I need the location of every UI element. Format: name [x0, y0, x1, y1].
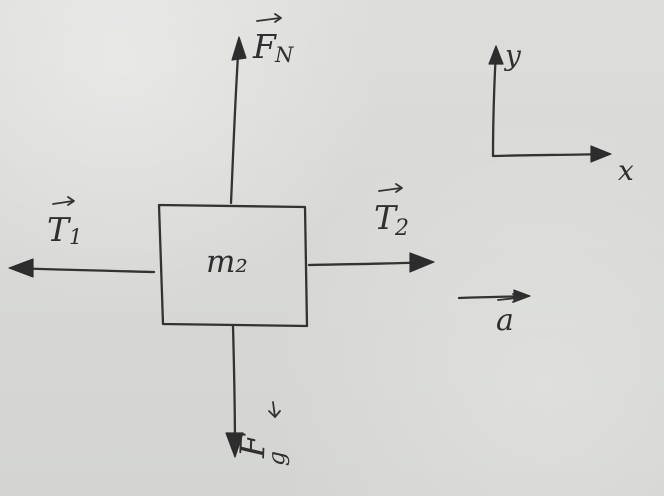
- right-tension-vector-mark: [378, 183, 403, 193]
- acceleration-label: a: [496, 303, 514, 338]
- normal-force-arrowhead: [231, 36, 247, 61]
- y-axis-label: y: [503, 39, 522, 72]
- mass-label: m₂: [206, 244, 248, 280]
- y-axis-line: [491, 48, 498, 158]
- x-axis-label: x: [618, 154, 634, 187]
- weight-arrowhead: [225, 432, 244, 458]
- right-tension-arrowhead: [409, 252, 435, 273]
- left-tension-subscript: 1: [69, 225, 82, 249]
- weight-vector-mark: [268, 401, 281, 418]
- weight-subscript: g: [264, 451, 290, 467]
- x-axis-arrowhead: [590, 145, 612, 163]
- right-tension-label: T: [374, 198, 399, 237]
- weight-label: F: [233, 432, 274, 459]
- mass-box: [157, 203, 309, 328]
- normal-force-vector-mark: [256, 13, 282, 23]
- left-tension-vector-mark: [52, 196, 75, 206]
- left-tension-label: T: [47, 210, 72, 249]
- normal-force-arrow-shaft: [229, 38, 241, 205]
- acceleration-vector-mark: [497, 293, 520, 303]
- normal-force-label: F: [252, 27, 277, 66]
- y-axis-arrowhead: [488, 45, 504, 65]
- right-tension-subscript: 2: [394, 216, 409, 241]
- left-tension-arrowhead: [8, 258, 34, 278]
- normal-force-subscript: N: [274, 43, 294, 67]
